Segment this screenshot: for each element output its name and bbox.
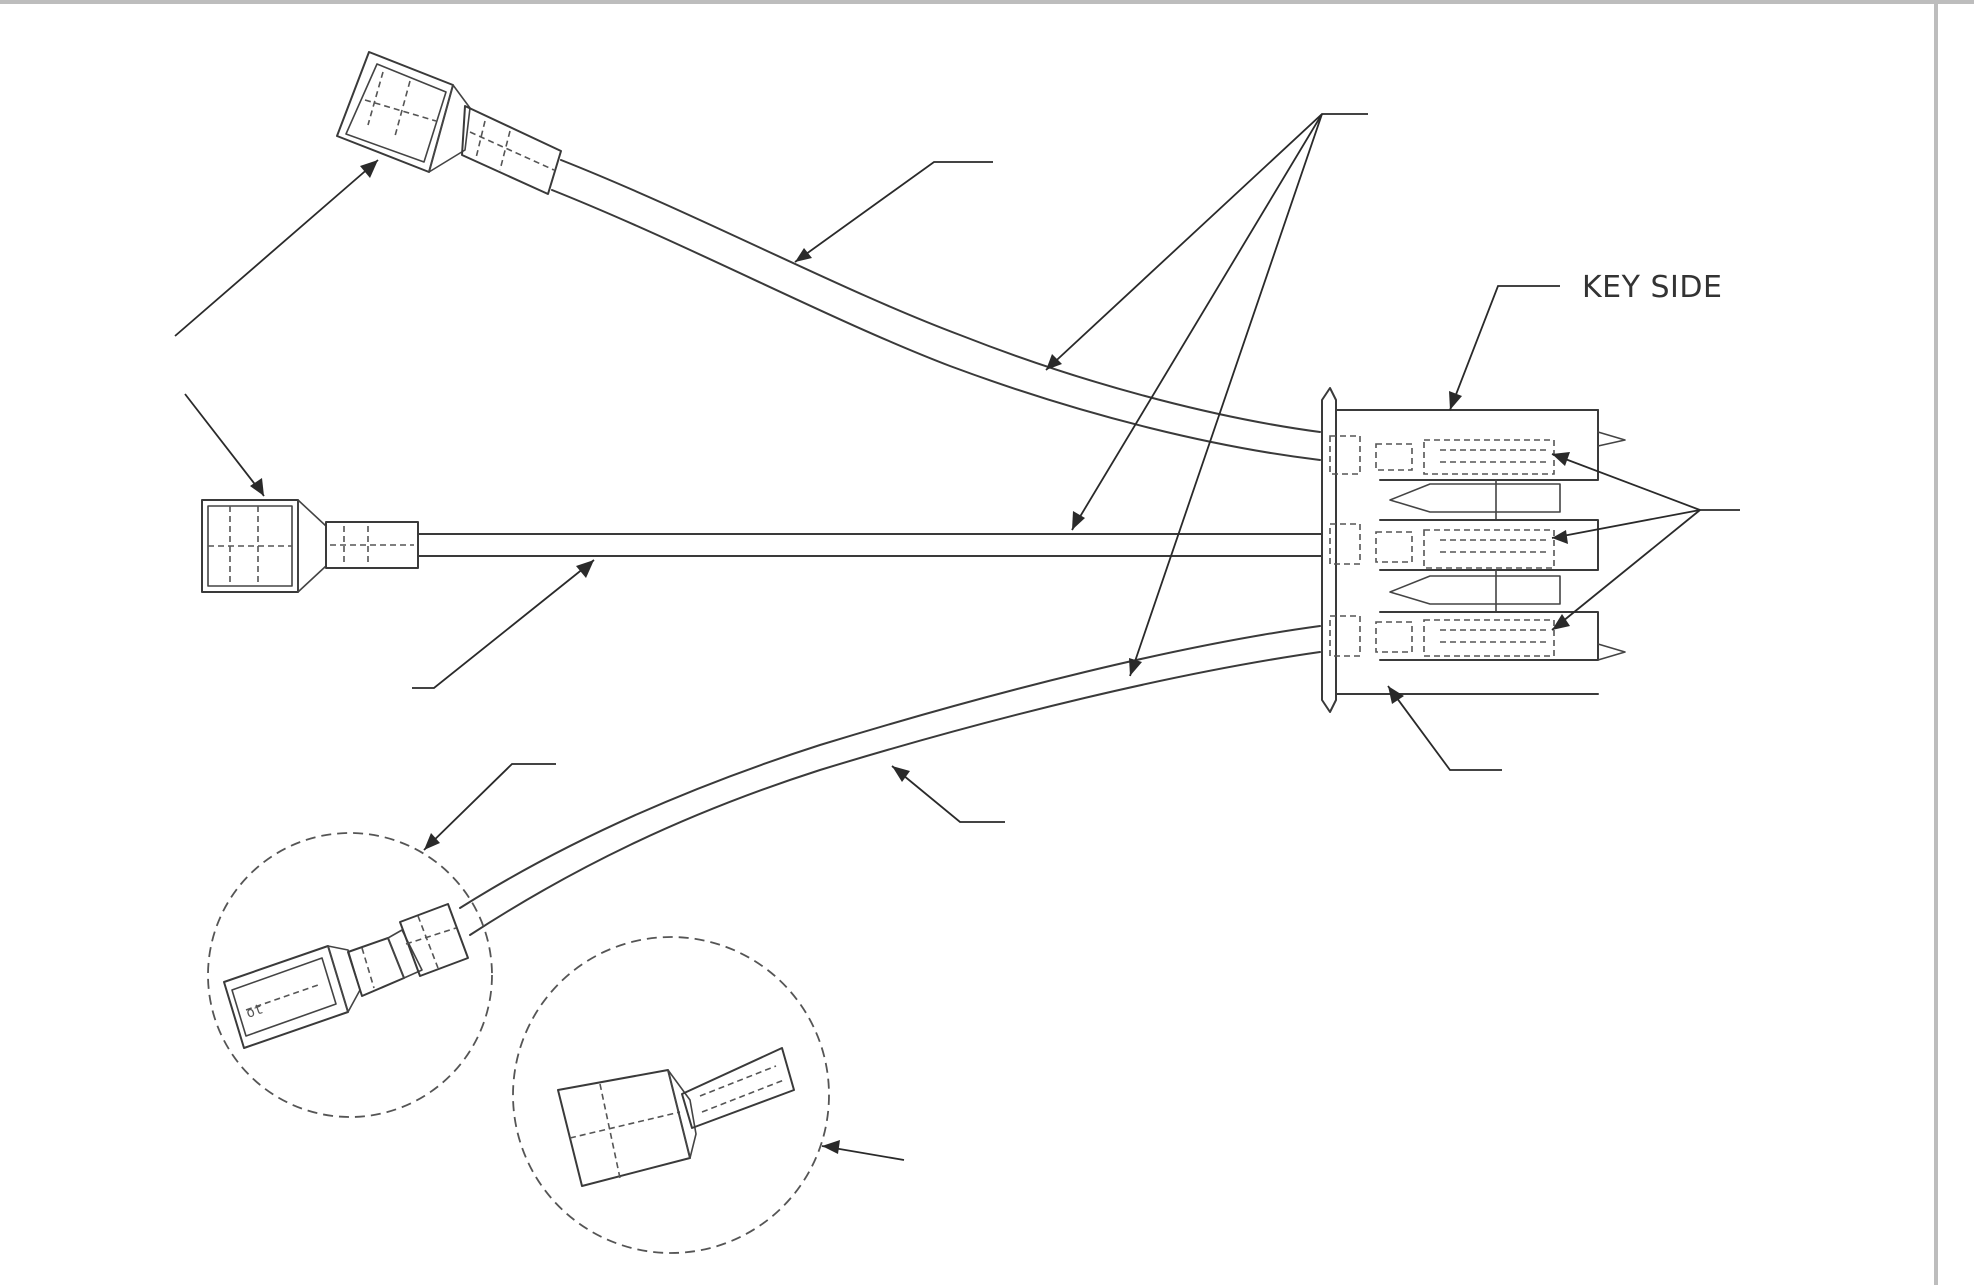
bottom-wire — [459, 625, 1321, 936]
cavity-3 — [1329, 611, 1626, 661]
svg-text:ot: ot — [244, 1001, 265, 1022]
connector-housing — [1321, 387, 1626, 713]
middle-female-terminal — [201, 499, 419, 593]
top-female-terminal — [336, 51, 562, 195]
leader-lines — [174, 113, 1740, 1161]
cavity-2 — [1329, 519, 1599, 571]
cavity-1 — [1329, 409, 1626, 481]
top-wire — [551, 159, 1321, 461]
key-side-label: KEY SIDE — [1582, 270, 1722, 305]
detail-circle-male-terminal: ot — [207, 832, 493, 1118]
detail-circle-female-terminal — [512, 936, 830, 1254]
middle-wire — [417, 533, 1323, 557]
